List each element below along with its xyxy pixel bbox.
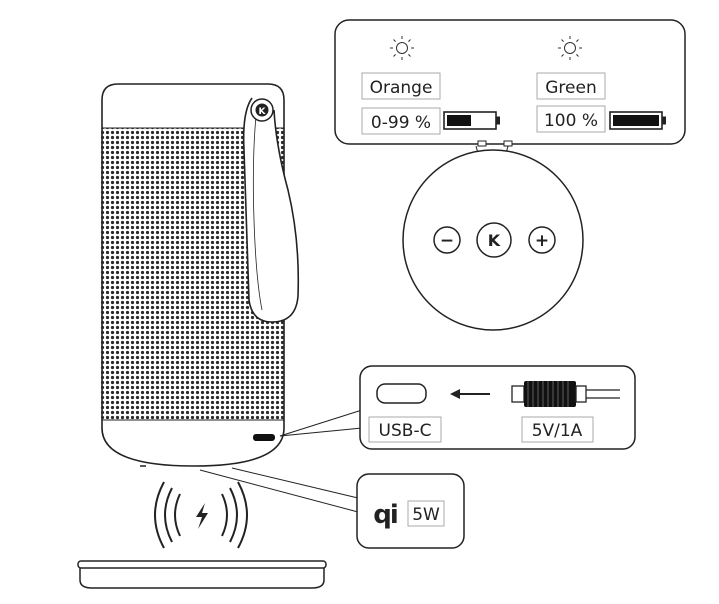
volume-up-button: +	[528, 226, 556, 254]
orange-range-label: 0-99 %	[371, 113, 431, 133]
brand-logo-icon: K	[488, 231, 501, 250]
wireless-charging-pad	[77, 560, 327, 589]
orange-light-label: Orange	[370, 78, 433, 98]
usb-c-port-icon	[376, 383, 427, 404]
minus-icon: −	[440, 231, 454, 251]
power-rating-label: 5V/1A	[532, 421, 583, 441]
battery-partial-icon	[443, 111, 500, 130]
volume-down-button: −	[433, 226, 461, 254]
wireless-charging-callout: qi 5W	[199, 467, 465, 549]
power-button: K	[476, 222, 512, 258]
green-range-label: 100 %	[544, 111, 598, 131]
battery-full-icon	[609, 111, 666, 130]
qi-logo-text: qi	[373, 500, 397, 530]
usb-c-port	[253, 434, 275, 441]
handle-logo: K	[259, 107, 267, 117]
control-panel: − K +	[402, 149, 584, 331]
sun-icon	[390, 36, 414, 60]
charging-callout: USB-C 5V/1A	[279, 365, 636, 450]
usb-c-cable-icon	[511, 381, 620, 407]
usb-c-label: USB-C	[379, 421, 432, 441]
wireless-charging-icon	[154, 481, 248, 549]
wireless-power-label: 5W	[412, 505, 440, 525]
battery-status-callout: Orange 0-99 % Green 100 %	[334, 19, 686, 145]
green-light-label: Green	[545, 78, 596, 98]
qi-logo-icon: qi	[372, 493, 402, 531]
plus-icon: +	[535, 231, 549, 251]
arrow-left-icon	[450, 389, 490, 399]
speaker-handle: K	[242, 97, 300, 323]
sun-icon	[558, 36, 582, 60]
